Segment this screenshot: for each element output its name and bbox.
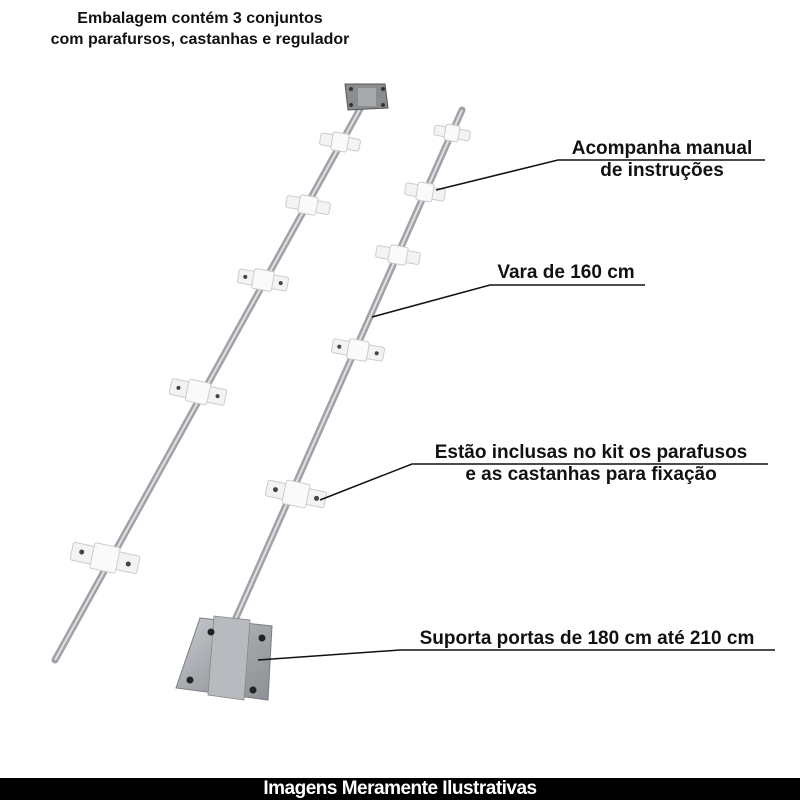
disclaimer-text: Imagens Meramente Ilustrativas xyxy=(263,778,537,799)
callout-screws-line-1: Estão inclusas no kit os parafusos xyxy=(434,442,748,463)
package-contents-heading: Embalagem contém 3 conjuntos com parafur… xyxy=(0,8,400,50)
regulator-plate xyxy=(344,83,389,111)
base-plate xyxy=(175,615,273,701)
callout-rod-line-1: Vara de 160 cm xyxy=(497,262,635,283)
heading-line-1: Embalagem contém 3 conjuntos xyxy=(77,10,323,27)
callout-rod-length: Vara de 160 cm xyxy=(484,262,648,284)
callout-door-support: Suporta portas de 180 cm até 210 cm xyxy=(396,628,778,650)
callout-manual: Acompanha manual de instruções xyxy=(556,138,768,182)
heading-line-2: com parafursos, castanhas e regulador xyxy=(50,31,350,48)
left-brackets xyxy=(69,131,361,575)
left-rod xyxy=(51,83,389,664)
leader-lines xyxy=(257,159,775,661)
right-rod xyxy=(175,106,471,701)
callout-screws-included: Estão inclusas no kit os parafusos e as … xyxy=(412,442,770,486)
callout-support-line-1: Suporta portas de 180 cm até 210 cm xyxy=(419,628,755,649)
right-brackets xyxy=(264,123,471,509)
illustrative-disclaimer-banner: Imagens Meramente Ilustrativas xyxy=(0,778,800,800)
callout-manual-line-1: Acompanha manual xyxy=(571,138,753,159)
callout-screws-line-2: e as castanhas para fixação xyxy=(465,464,717,485)
callout-manual-line-2: de instruções xyxy=(600,160,724,181)
